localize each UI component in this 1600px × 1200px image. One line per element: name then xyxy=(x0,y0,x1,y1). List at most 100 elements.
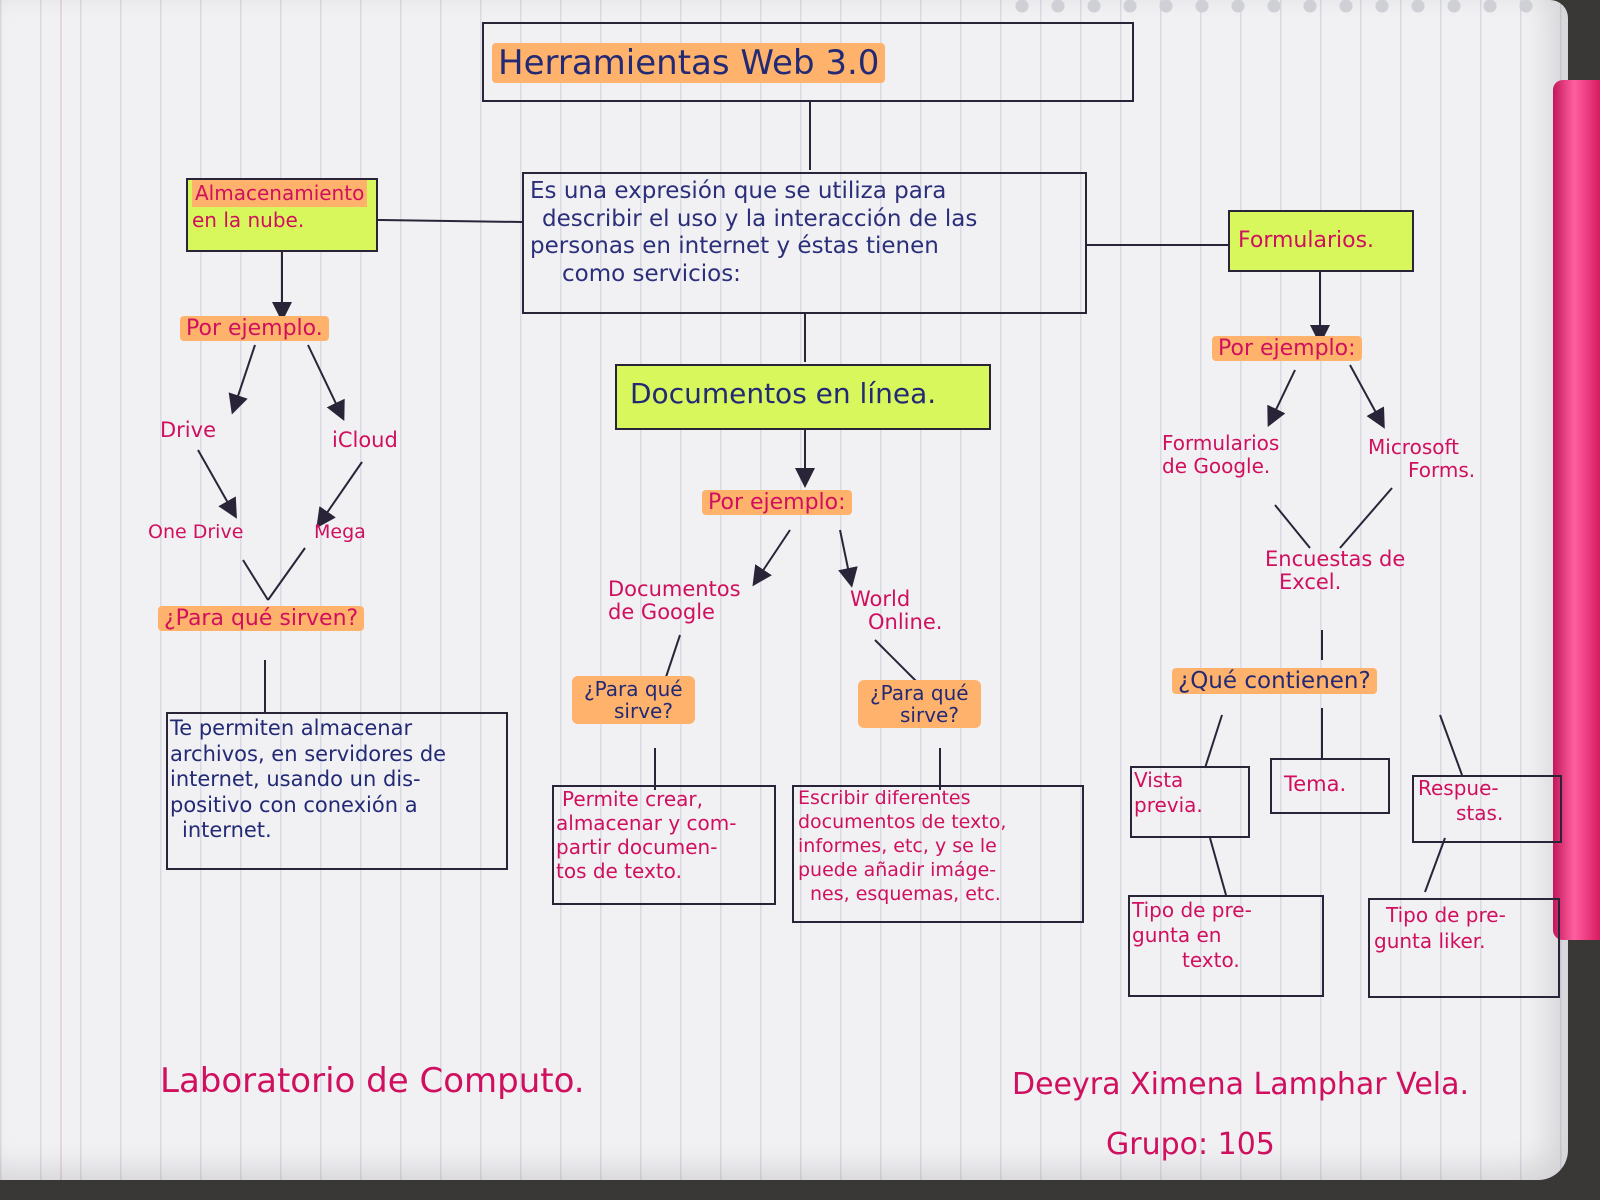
center-example-docs-line: Documentos xyxy=(608,577,741,601)
center-example-docs: Documentos de Google xyxy=(608,577,741,625)
line-left-merge-b xyxy=(267,547,306,601)
definition-line: personas en internet y éstas tienen xyxy=(530,233,939,260)
center-answer-a-line: almacenar y com- xyxy=(556,811,737,835)
right-tipo-texto-line: texto. xyxy=(1182,948,1240,972)
center-question-a-line: sirve? xyxy=(614,699,673,723)
line-right-tipo-liker xyxy=(1424,837,1446,893)
center-answer-a-box xyxy=(552,785,776,905)
right-respuestas-line: Respue- xyxy=(1418,776,1499,800)
center-por-ejemplo: Por ejemplo: xyxy=(702,490,852,515)
right-por-ejemplo: Por ejemplo: xyxy=(1212,336,1362,361)
left-answer: Te permiten almacenar archivos, en servi… xyxy=(170,716,446,844)
right-respuestas: Respue- stas. xyxy=(1418,776,1503,826)
right-vista-box xyxy=(1130,766,1250,838)
right-tipo-texto: Tipo de pre- gunta en texto. xyxy=(1132,898,1252,973)
line-left-merge-a xyxy=(242,559,269,601)
right-tema-box xyxy=(1270,758,1390,814)
definition-box xyxy=(522,172,1087,314)
center-answer-a: Permite crear, almacenar y com- partir d… xyxy=(556,787,737,883)
center-example-world: World Online. xyxy=(850,587,943,635)
right-merge-excel: Encuestas de Excel. xyxy=(1265,547,1406,595)
center-example-world-line: Online. xyxy=(868,610,943,635)
footer-group: Grupo: 105 xyxy=(1106,1127,1275,1162)
center-example-world-line: World xyxy=(850,587,911,611)
left-answer-line: archivos, en servidores de xyxy=(170,741,447,766)
right-respuestas-box xyxy=(1412,775,1562,843)
right-tipo-texto-box xyxy=(1128,895,1324,997)
left-example-icloud: iCloud xyxy=(332,428,398,452)
left-question: ¿Para qué sirven? xyxy=(158,606,365,631)
right-vista: Vista previa. xyxy=(1134,768,1203,818)
right-heading-box xyxy=(1228,210,1414,272)
right-example-microsoft-line: Forms. xyxy=(1408,458,1476,482)
right-respuestas-line: stas. xyxy=(1456,801,1504,825)
definition-line: describir el uso y la interacción de las xyxy=(542,205,978,232)
left-heading-line: en la nube. xyxy=(192,208,305,232)
definition-line: como servicios: xyxy=(562,260,741,287)
left-heading: Almacenamiento en la nube. xyxy=(192,180,368,234)
definition-text: Es una expresión que se utiliza para des… xyxy=(530,178,977,288)
left-answer-line: positivo con conexión a xyxy=(170,792,418,817)
arrow-left-icloud xyxy=(307,344,345,422)
definition-line: Es una expresión que se utiliza para xyxy=(530,178,947,204)
right-vista-line: previa. xyxy=(1134,793,1203,817)
center-answer-a-line: partir documen- xyxy=(556,835,718,859)
arrow-left-mega xyxy=(316,461,363,529)
right-heading: Formularios. xyxy=(1238,228,1375,253)
center-question-a: ¿Para qué sirve? xyxy=(572,676,695,724)
left-answer-line: internet, usando un dis- xyxy=(170,767,421,792)
line-right-vista xyxy=(1204,714,1223,769)
arrow-right-microsoft xyxy=(1349,364,1385,429)
right-merge-line: Excel. xyxy=(1279,570,1342,595)
center-question-b-line: ¿Para qué xyxy=(870,681,969,705)
center-answer-a-line: Permite crear, xyxy=(562,787,703,811)
footer-lab: Laboratorio de Computo. xyxy=(160,1061,585,1101)
right-tipo-liker-box xyxy=(1368,898,1560,998)
center-question-a-line: ¿Para qué xyxy=(584,677,683,701)
right-tema: Tema. xyxy=(1284,772,1347,796)
left-heading-line: Almacenamiento xyxy=(192,180,368,207)
right-example-google-line: de Google. xyxy=(1162,454,1271,478)
arrow-right-google xyxy=(1267,369,1296,428)
right-vista-line: Vista xyxy=(1134,768,1184,792)
left-example-mega: Mega xyxy=(314,521,366,543)
left-example-onedrive: One Drive xyxy=(148,521,244,543)
right-question: ¿Qué contienen? xyxy=(1172,668,1377,694)
right-example-google: Formularios de Google. xyxy=(1162,432,1279,478)
left-por-ejemplo: Por ejemplo. xyxy=(180,316,329,341)
arrow-left-onedrive xyxy=(197,449,237,519)
right-tipo-liker-line: Tipo de pre- xyxy=(1386,903,1506,927)
line-right-merge-a xyxy=(1274,504,1311,549)
center-answer-b-line: nes, esquemas, etc. xyxy=(810,882,1001,905)
right-example-microsoft: Microsoft Forms. xyxy=(1368,436,1475,482)
right-tipo-liker: Tipo de pre- gunta liker. xyxy=(1374,902,1506,954)
title-box xyxy=(482,22,1134,102)
line-right-merge-b xyxy=(1339,487,1393,549)
line-right-respuestas xyxy=(1439,714,1463,776)
right-example-microsoft-line: Microsoft xyxy=(1368,435,1460,459)
center-heading-box xyxy=(615,364,991,430)
center-answer-b-line: puede añadir imáge- xyxy=(798,858,997,881)
line-definition-left xyxy=(377,219,523,223)
arrow-center-world xyxy=(838,529,858,588)
right-tipo-texto-line: Tipo de pre- xyxy=(1132,898,1252,922)
arrow-left-drive xyxy=(228,344,256,415)
center-example-docs-line: de Google xyxy=(608,600,715,625)
right-example-google-line: Formularios xyxy=(1162,431,1280,455)
footer-author: Deeyra Ximena Lamphar Vela. xyxy=(1012,1067,1470,1102)
left-answer-box xyxy=(166,712,508,870)
center-heading: Documentos en línea. xyxy=(630,377,937,410)
right-merge-line: Encuestas de xyxy=(1265,547,1406,571)
left-answer-line: internet. xyxy=(182,818,272,843)
left-answer-line: Te permiten almacenar xyxy=(170,716,413,740)
left-example-drive: Drive xyxy=(160,418,216,442)
center-answer-b: Escribir diferentes documentos de texto,… xyxy=(798,787,1006,907)
line-right-tipo-texto xyxy=(1209,837,1227,896)
center-answer-b-line: Escribir diferentes xyxy=(798,787,971,809)
center-question-b: ¿Para qué sirve? xyxy=(858,680,981,728)
center-answer-b-line: informes, etc, y se le xyxy=(798,834,997,857)
spiral-binding xyxy=(1010,0,1550,14)
right-tipo-texto-line: gunta en xyxy=(1132,923,1222,947)
page-title: Herramientas Web 3.0 xyxy=(492,43,886,83)
